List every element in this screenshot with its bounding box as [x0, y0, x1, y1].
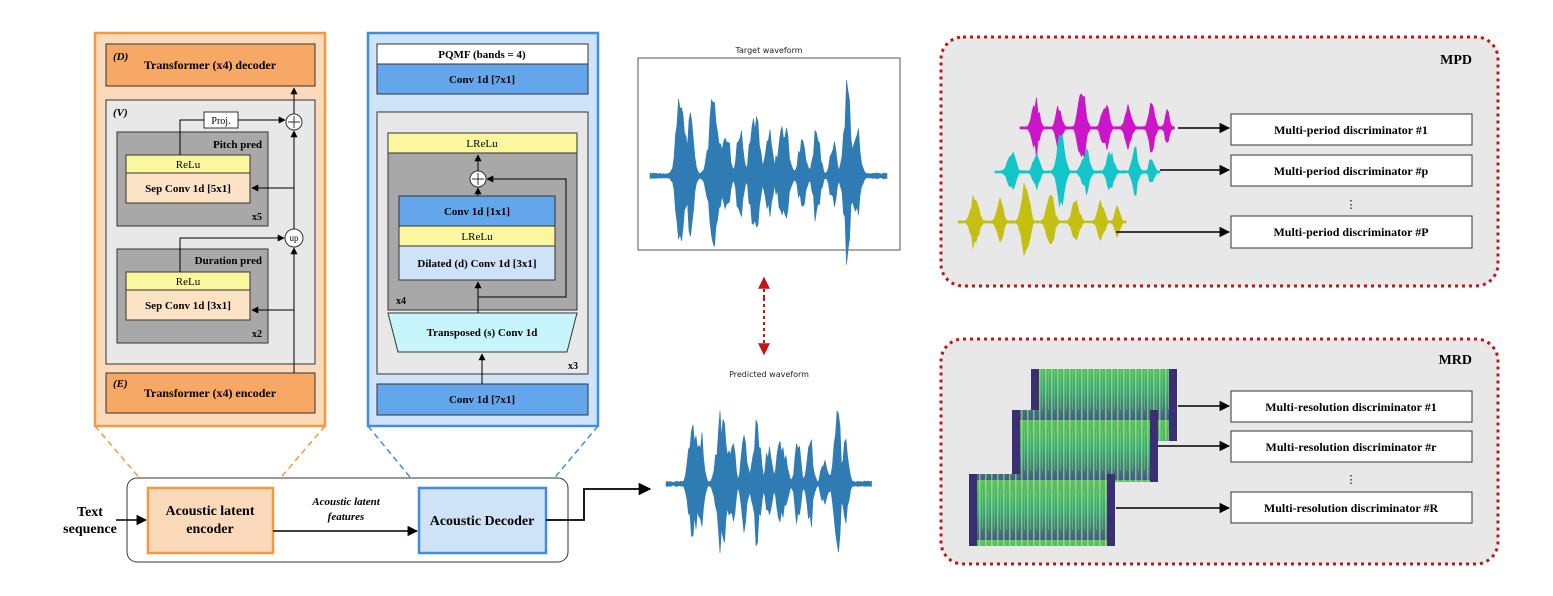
input-label-line2: sequence — [63, 522, 117, 537]
predicted-waveform — [665, 409, 872, 553]
predicted-waveform-panel: Predicted waveform — [665, 370, 872, 553]
conv-bottom-label: Conv 1d [7x1] — [449, 394, 515, 406]
mpd-disc-1-box — [1230, 113, 1473, 146]
pitch-repeat-label: x5 — [252, 212, 262, 223]
mpd-waveform-period-p — [994, 134, 1161, 207]
mrd-disc-R: Multi-resolution discriminator #R — [1264, 501, 1439, 515]
variance-tag: (V) — [113, 107, 128, 119]
outer-repeat-label: x3 — [568, 361, 578, 372]
dilated-conv-label: Dilated (d) Conv 1d [3x1] — [417, 258, 536, 270]
duration-conv-label: Sep Conv 1d [3x1] — [145, 300, 231, 312]
mpd-disc-P: Multi-period discriminator #P — [1273, 225, 1428, 239]
duration-repeat-label: x2 — [252, 329, 262, 340]
acoustic-decoder — [417, 486, 548, 555]
features-label-line1: Acoustic latent — [311, 496, 380, 508]
transformer-decoder-label: Transformer (x4) decoder — [144, 58, 277, 72]
pitch-relu-label: ReLu — [176, 159, 201, 171]
mrd-disc-1-box — [1230, 390, 1473, 423]
mrd-disc-r-box — [1230, 430, 1473, 463]
transposed-conv-block — [387, 312, 578, 353]
decoder-label: Acoustic Decoder — [430, 514, 535, 529]
pitch-pred-title: Pitch pred — [213, 139, 262, 151]
mpd-disc-p-box — [1230, 154, 1473, 187]
target-waveform-title: Target waveform — [734, 46, 802, 55]
duration-pred-title: Duration pred — [195, 255, 262, 267]
transformer-decoder-block — [105, 43, 316, 87]
input-label-line1: Text — [77, 505, 103, 520]
predicted-waveform-title: Predicted waveform — [729, 370, 809, 379]
inner-repeat-label: x4 — [396, 296, 406, 307]
mpd-disc-1: Multi-period discriminator #1 — [1274, 123, 1428, 137]
transformer-encoder-label: Transformer (x4) encoder — [144, 386, 277, 400]
mrd-ellipsis: ⋮ — [1346, 474, 1357, 486]
encoder-label-line1: Acoustic latent — [165, 504, 254, 519]
dilated-conv-block — [398, 245, 556, 281]
acoustic-latent-encoder — [146, 486, 275, 555]
duration-conv-block — [125, 289, 251, 321]
conv-top-label: Conv 1d [7x1] — [449, 74, 515, 86]
mrd-disc-r: Multi-resolution discriminator #r — [1266, 440, 1438, 454]
spectrogram-r — [1012, 410, 1158, 482]
decoder-detail-panel: PQMF (bands = 4) Conv 1d [7x1] LReLu Con… — [366, 31, 600, 428]
target-waveform — [649, 79, 888, 265]
encoder-connectors — [179, 87, 298, 373]
pitch-conv-block — [125, 172, 251, 204]
zoom-guides — [94, 425, 599, 489]
decoder-connectors — [474, 154, 567, 384]
proj-label: Proj. — [211, 116, 230, 127]
encoder-tag: (E) — [113, 378, 128, 390]
conv-top-block — [376, 63, 589, 95]
pipeline: Text sequence Acoustic latent encoder Ac… — [63, 477, 652, 563]
pqmf-label: PQMF (bands = 4) — [438, 49, 526, 61]
transposed-conv-label: Transposed (s) Conv 1d — [427, 327, 538, 339]
mpd-title: MPD — [1440, 53, 1472, 68]
duration-relu-label: ReLu — [176, 276, 201, 288]
features-label-line2: features — [328, 511, 365, 523]
mrd-disc-1: Multi-resolution discriminator #1 — [1265, 400, 1437, 414]
mpd-disc-p: Multi-period discriminator #p — [1274, 164, 1429, 178]
mpd-panel: MPD Multi-period discriminator #1 Multi-… — [939, 35, 1500, 288]
encoder-label-line2: encoder — [186, 522, 233, 537]
conv-1x1-label: Conv 1d [1x1] — [444, 206, 510, 218]
encoder-detail-panel: (D) Transformer (x4) decoder (V) Proj. P… — [93, 31, 327, 428]
mrd-title: MRD — [1439, 353, 1472, 368]
conv-bottom-block — [376, 383, 589, 416]
target-waveform-panel: Target waveform — [637, 46, 901, 265]
spectrogram-R — [969, 474, 1115, 546]
mpd-ellipsis: ⋮ — [1346, 199, 1357, 211]
pitch-conv-label: Sep Conv 1d [5x1] — [145, 183, 231, 195]
mrd-disc-R-box — [1230, 491, 1473, 524]
outer-lrelu-label: LReLu — [466, 138, 498, 150]
mpd-disc-P-box — [1230, 215, 1473, 249]
inner-lrelu-label: LReLu — [461, 231, 493, 243]
mrd-panel: MRD Multi-resolution discriminator #1 Mu… — [939, 337, 1500, 566]
conv-1x1-block — [398, 195, 556, 227]
transformer-encoder-block — [105, 372, 316, 414]
decoder-tag: (D) — [113, 51, 128, 63]
up-label: up — [290, 233, 300, 243]
mpd-waveform-period-P — [957, 183, 1127, 256]
